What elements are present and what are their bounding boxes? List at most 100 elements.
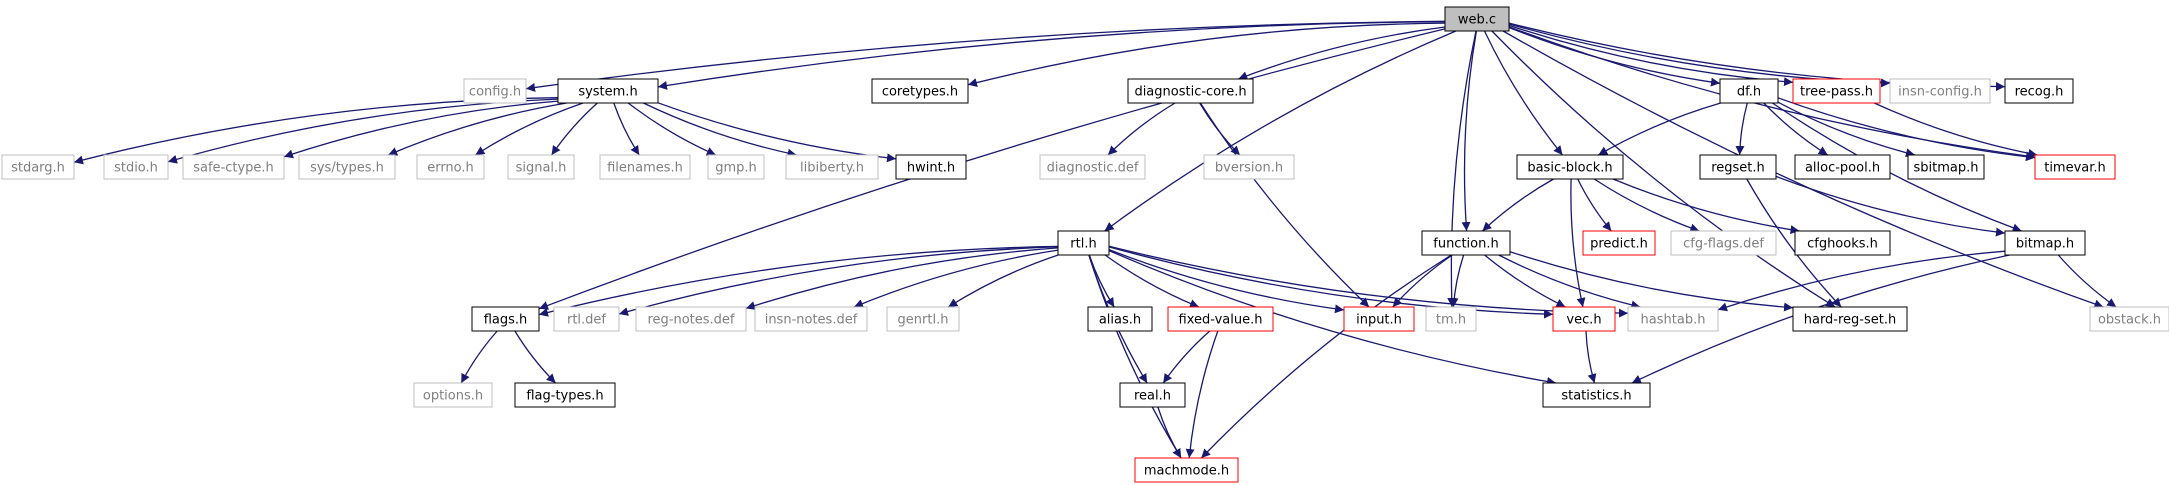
node-regset-h[interactable]: regset.h	[1699, 154, 1777, 180]
edge-function-h-to-input-h	[1392, 254, 1453, 308]
node-label: cfghooks.h	[1807, 237, 1878, 252]
node-box	[895, 154, 967, 180]
node-label: basic-block.h	[1527, 161, 1612, 176]
edge-rtl-h-to-input-h	[1108, 248, 1345, 314]
node-label: alloc-pool.h	[1805, 161, 1880, 176]
node-vec-h[interactable]: vec.h	[1552, 306, 1616, 332]
edge-web-c-to-insn-config-h	[1508, 23, 1891, 88]
node-box	[707, 154, 765, 180]
node-real-h[interactable]: real.h	[1119, 382, 1186, 408]
node-label: stdarg.h	[11, 161, 65, 176]
edge-system-h-to-signal-h	[551, 102, 598, 156]
node-machmode-h[interactable]: machmode.h	[1134, 457, 1239, 483]
edge-df-h-to-regset-h	[1735, 102, 1748, 156]
edge-regset-h-to-bitmap-h	[1775, 175, 2006, 237]
node-system-h[interactable]: system.h	[557, 78, 659, 104]
edge-web-c-to-diagnostic-core-h	[1238, 26, 1446, 80]
edge-rtl-h-to-statistics-h	[1108, 250, 1557, 386]
edge-basic-block-h-to-cfghooks-h	[1612, 178, 1800, 235]
node-label: gmp.h	[715, 161, 757, 176]
node-box	[1794, 230, 1891, 256]
node-sbitmap-h[interactable]: sbitmap.h	[1907, 154, 1985, 180]
node-predict-h[interactable]: predict.h	[1582, 230, 1656, 256]
node-label: alias.h	[1099, 313, 1141, 328]
node-input-h[interactable]: input.h	[1343, 306, 1415, 332]
node-label: hard-reg-set.h	[1804, 313, 1897, 328]
node-label: df.h	[1737, 85, 1761, 100]
edge-web-c-to-config-h	[525, 20, 1446, 92]
edge-basic-block-h-to-predict-h	[1577, 178, 1612, 232]
edge-web-c-to-df-h	[1508, 26, 1721, 87]
node-box	[1516, 154, 1624, 180]
node-box	[1889, 78, 1991, 104]
node-box	[182, 154, 285, 180]
edge-rtl-h-to-insn-notes-def	[853, 249, 1059, 308]
node-fixed-value-h[interactable]: fixed-value.h	[1167, 306, 1274, 332]
edge-function-h-to-machmode-h	[1200, 254, 1452, 459]
node-label: timevar.h	[2044, 161, 2106, 176]
node-flag-types-h[interactable]: flag-types.h	[514, 382, 616, 408]
edge-web-c-to-basic-block-h	[1483, 30, 1564, 156]
edge-system-h-to-filenames-h	[613, 102, 640, 156]
node-alloc-pool-h[interactable]: alloc-pool.h	[1794, 154, 1891, 180]
node-basic-block-h[interactable]: basic-block.h	[1516, 154, 1624, 180]
node-function-h[interactable]: function.h	[1421, 230, 1511, 256]
node-label: options.h	[423, 389, 483, 404]
node-libiberty-h: libiberty.h	[785, 154, 879, 180]
edge-system-h-to-stdio-h	[167, 98, 559, 164]
node-alias-h[interactable]: alias.h	[1087, 306, 1153, 332]
node-diagnostic-def: diagnostic.def	[1039, 154, 1146, 180]
node-errno-h: errno.h	[416, 154, 485, 180]
node-box	[2004, 230, 2086, 256]
node-box	[463, 78, 527, 104]
node-timevar-h[interactable]: timevar.h	[2034, 154, 2116, 180]
node-diagnostic-core-h[interactable]: diagnostic-core.h	[1127, 78, 1254, 104]
node-box	[1627, 306, 1719, 332]
node-box	[599, 154, 691, 180]
node-box	[103, 154, 169, 180]
edge-web-c-to-hard-reg-set-h	[1491, 30, 1836, 308]
edge-rtl-h-to-alias-h	[1088, 254, 1115, 308]
edge-diagnostic-core-h-to-diagnostic-def	[1107, 102, 1176, 156]
node-box	[886, 306, 960, 332]
edge-regset-h-to-hard-reg-set-h	[1746, 178, 1842, 308]
node-box	[1582, 230, 1656, 256]
node-box	[557, 78, 659, 104]
node-box	[1670, 230, 1777, 256]
node-label: reg-notes.def	[647, 313, 734, 328]
node-rtl-h[interactable]: rtl.h	[1057, 230, 1110, 256]
node-hashtab-h: hashtab.h	[1627, 306, 1719, 332]
edge-rtl-h-to-reg-notes-def	[745, 247, 1059, 310]
node-label: tree-pass.h	[1800, 85, 1873, 100]
edge-web-c-to-coretypes-h	[967, 22, 1446, 87]
node-box	[298, 154, 396, 180]
node-stdarg-h: stdarg.h	[1, 154, 75, 180]
node-web-c[interactable]: web.c	[1444, 6, 1510, 32]
node-box	[1425, 306, 1477, 332]
node-hard-reg-set-h[interactable]: hard-reg-set.h	[1792, 306, 1908, 332]
node-hwint-h[interactable]: hwint.h	[895, 154, 967, 180]
node-recog-h[interactable]: recog.h	[2004, 78, 2074, 104]
node-label: rtl.h	[1070, 237, 1096, 252]
node-coretypes-h[interactable]: coretypes.h	[871, 78, 969, 104]
node-df-h[interactable]: df.h	[1719, 78, 1779, 104]
node-cfghooks-h[interactable]: cfghooks.h	[1794, 230, 1891, 256]
node-statistics-h[interactable]: statistics.h	[1542, 382, 1651, 408]
node-box	[1542, 382, 1651, 408]
node-label: real.h	[1134, 389, 1171, 404]
node-box	[471, 306, 540, 332]
node-box	[785, 154, 879, 180]
node-box	[1699, 154, 1777, 180]
node-box	[1719, 78, 1779, 104]
node-flags-h[interactable]: flags.h	[471, 306, 540, 332]
node-box	[754, 306, 868, 332]
node-label: machmode.h	[1144, 464, 1229, 479]
node-tree-pass-h[interactable]: tree-pass.h	[1792, 78, 1881, 104]
edge-function-h-to-tm-h	[1449, 254, 1465, 308]
node-label: signal.h	[516, 161, 567, 176]
edge-web-c-to-flags-h	[538, 28, 1446, 310]
node-box	[1444, 6, 1510, 32]
node-box	[1794, 154, 1891, 180]
node-bitmap-h[interactable]: bitmap.h	[2004, 230, 2086, 256]
